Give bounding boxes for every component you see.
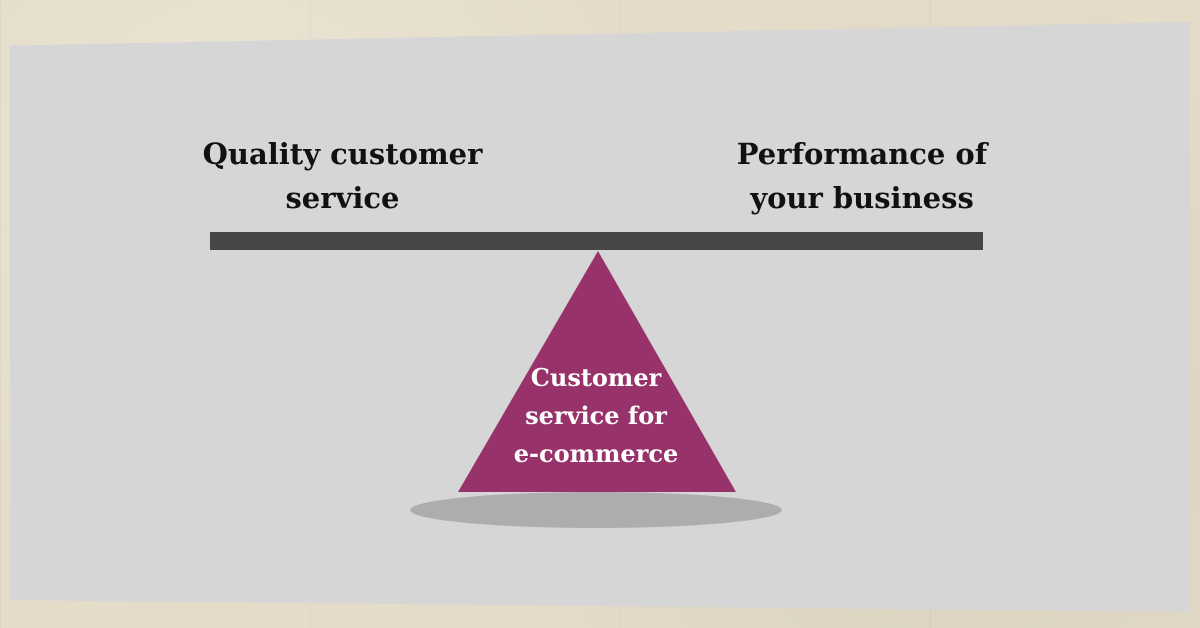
left-label-line-2: service: [285, 181, 400, 215]
right-label-line-2: your business: [750, 181, 974, 215]
fulcrum-label: Customer service for e-commerce: [496, 359, 696, 473]
fulcrum-label-line-1: Customer: [530, 363, 662, 392]
left-weight-label: Quality customer service: [195, 132, 490, 220]
right-label-line-1: Performance of: [736, 137, 988, 171]
right-weight-label: Performance of your business: [728, 132, 996, 220]
fulcrum-graphic: [410, 251, 782, 528]
balance-beam: [210, 232, 983, 250]
fulcrum-triangle: [458, 251, 736, 492]
fulcrum-shadow: [410, 492, 782, 528]
fulcrum-label-line-2: service for: [525, 401, 667, 430]
fulcrum-label-line-3: e-commerce: [513, 439, 679, 468]
left-label-line-1: Quality customer: [202, 137, 483, 171]
